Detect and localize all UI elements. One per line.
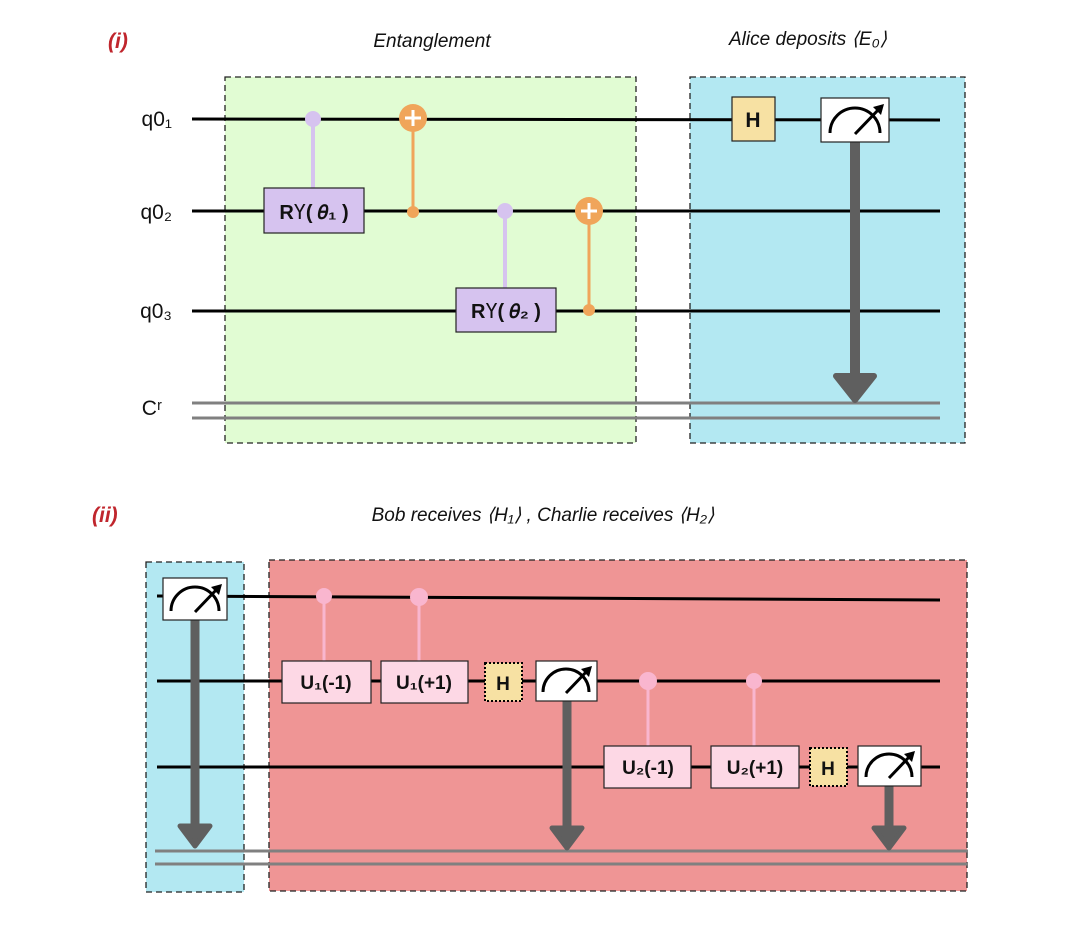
qubit-wire-1-ii	[156, 594, 941, 602]
cnot2-control-dot	[583, 304, 595, 316]
ry-theta1-label: RY( 𝜃₁ )	[279, 200, 348, 224]
measurement-icon-q1	[162, 577, 228, 621]
panel-ii-label: (ii)	[92, 504, 118, 527]
hadamard-label: H	[745, 109, 760, 132]
measure1-arrow-head	[177, 823, 213, 849]
measurement-icon	[820, 97, 890, 143]
u1-minus-control-dot	[316, 588, 332, 604]
u1-minus-label: U₁(-1)	[300, 673, 351, 694]
hadamard-gate	[731, 96, 776, 142]
alice-deposits-title: Alice deposits ⟨E₀⟩	[728, 29, 888, 50]
qubit-label-q02: q0₂	[140, 201, 172, 224]
u2-plus-control-dot	[746, 673, 762, 689]
ry2-control-dot	[497, 203, 513, 219]
panel-ii: (ii) Bob receives ⟨H₁⟩ , Charlie receive…	[92, 504, 968, 893]
classical-register-label: Cʳ	[142, 397, 162, 420]
u1-plus-control-dot	[410, 588, 428, 606]
ry-theta2-label: RY( 𝜃₂ )	[471, 299, 541, 323]
ry-theta2-gate	[455, 287, 557, 333]
u2-minus-label: U₂(-1)	[622, 758, 674, 779]
u2-plus-gate	[710, 745, 800, 789]
panel-i: (i) Entanglement Alice deposits ⟨E₀⟩ q0₁…	[108, 29, 966, 444]
panel-i-label: (i)	[108, 30, 128, 53]
cnot1-control-dot	[407, 206, 419, 218]
measure-arrow-head	[833, 373, 877, 403]
u2-minus-gate	[603, 745, 692, 789]
measurement-icon-q3	[857, 745, 922, 787]
u1-plus-gate	[380, 660, 469, 704]
bob-charlie-title: Bob receives ⟨H₁⟩ , Charlie receives ⟨H₂…	[372, 505, 715, 526]
measure2-arrow-head	[549, 825, 585, 851]
hadamard-gate-q3	[809, 747, 848, 787]
u2-minus-control-dot	[639, 672, 657, 690]
ry1-control-dot	[305, 111, 321, 127]
u1-minus-gate	[281, 660, 372, 704]
entanglement-region	[224, 76, 637, 444]
qubit-label-q03: q0₃	[140, 300, 172, 323]
measure3-arrow-head	[871, 825, 907, 851]
u1-plus-label: U₁(+1)	[396, 673, 452, 694]
ry-theta1-gate	[263, 187, 365, 234]
entanglement-title: Entanglement	[373, 31, 491, 52]
hadamard-label-q3: H	[821, 759, 835, 780]
u2-plus-label: U₂(+1)	[727, 758, 783, 779]
hadamard-label-q2: H	[496, 674, 510, 695]
hadamard-gate-q2	[484, 662, 523, 702]
bob-charlie-region	[268, 559, 968, 892]
measurement-icon-q2	[535, 660, 598, 702]
qubit-label-q01: q0₁	[142, 108, 172, 131]
